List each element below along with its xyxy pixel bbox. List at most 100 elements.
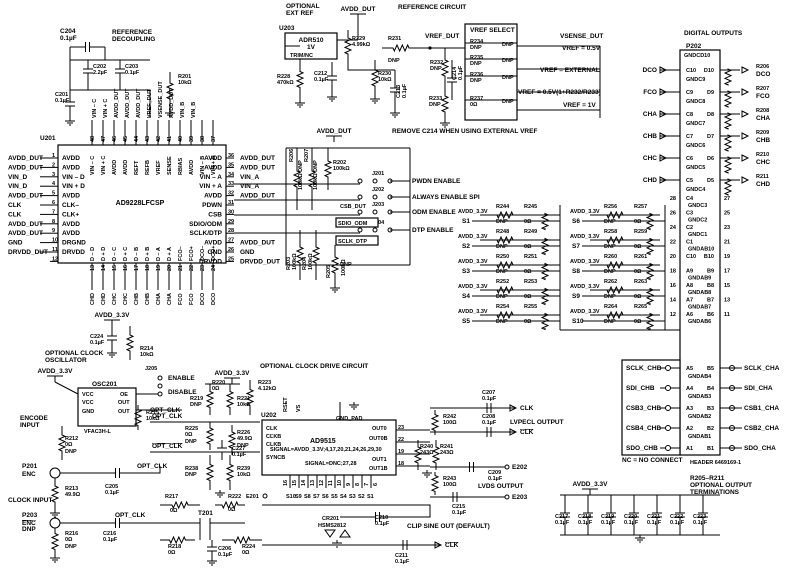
terminal-pin[interactable] [357,209,363,215]
label: R215 [146,410,159,416]
pin-inner-label: AVDD [112,160,118,175]
label: VREF SELECT [470,27,515,34]
label: R207 [304,149,310,162]
pin-net-label: AVDD_DUT [8,164,43,171]
pin-inner-label: DCO– [200,246,206,261]
termination-resistor [723,178,733,196]
pin-number: 6 [52,200,55,206]
label: R239 [237,466,250,472]
header-gnd-label: GNDAB9 [688,276,711,282]
terminal-pin[interactable] [157,391,163,397]
pin-net-label: AVDD_DUT [169,88,175,118]
terminal-pin[interactable] [357,178,363,184]
label: 49.9Ω [65,492,81,498]
spi-net-label: SDI_CHB [626,385,655,392]
label: R243 [443,476,456,482]
termination-capacitor-label: C221 [647,514,660,520]
label: 0Ω [185,432,193,438]
label: HSMS2812 [318,523,346,529]
terminal-pin[interactable] [372,194,378,200]
p203-sma-connector[interactable] [49,517,61,529]
pin-net-label: AVDD_DUT [136,88,142,118]
label: J203 [372,202,384,208]
header-gnd-label: GNDAB4 [688,374,712,380]
clock-drive-title: OPTIONAL CLOCK DRIVE CIRCUIT [260,363,368,370]
pin-inner-label: PDWN [202,202,222,209]
u201-part-name: AD9228LFCSP [116,200,165,207]
u202-chip [261,419,397,476]
pin-number: 39 [189,136,195,142]
label: DNP [470,45,482,51]
label: C206 [218,546,231,552]
header-gnd-label: GNDAB7 [688,305,711,311]
label: AVDD_3.3V [570,284,600,290]
spi-net-label: CSB4_CHB [626,425,661,432]
header-gnd-label: GNDAB2 [688,414,711,420]
pin-number: 8 [52,219,55,225]
r243-resistor [430,472,440,495]
termination-resistor-label: R210 [756,152,769,158]
p201-sma-connector[interactable] [49,467,61,479]
header-pin-label: A8 [686,283,693,289]
label: 10kΩ [146,416,160,422]
strap-net-label: S5 [462,318,470,325]
pin-number: 36 [228,153,234,159]
pin-number: 21 [724,240,730,246]
pin-number: 22 [670,240,676,246]
pin-inner-label: REFB [145,160,151,175]
strap-resistor-c [600,210,630,220]
terminal-pin[interactable] [357,194,363,200]
header-gnd-label: GNDAB8 [688,290,711,296]
pin-number: 23 [724,225,730,231]
terminal-pin[interactable] [504,464,510,470]
terminal-pin[interactable] [504,494,510,500]
pin-number: 20 [670,254,676,260]
label: CLK [266,426,277,432]
arrow-icon [741,110,750,118]
pin-number: 14 [101,264,107,271]
r228-resistor [295,59,305,100]
strap-net-label: S10 [572,318,584,325]
pin-number: 18 [145,265,151,271]
label: 100kΩ [341,259,347,276]
pin-number: 45 [123,136,129,142]
header-pin-label: B9 [707,269,714,275]
terminal-pin[interactable] [372,227,378,233]
label: DNP [65,449,77,455]
label: 100kΩ DNP [298,160,304,190]
terminal-pin[interactable] [372,209,378,215]
label: 0.1µF [458,65,464,80]
label: R222 [228,494,241,500]
label: AVDD_3.3V [570,234,600,240]
label: 0.1µF [103,537,118,543]
strap-resistor-c [600,260,630,270]
label: CLKB [266,434,281,440]
label: 470kΩ [277,80,294,86]
label: 243Ω [440,450,454,456]
label: 100Ω [443,420,457,426]
termination-resistor-label: R206 [756,64,769,70]
label: 0Ω [170,508,178,514]
r221-resistor [225,384,235,415]
r218-resistor [160,535,195,545]
label: DNP [502,42,514,48]
label: OPT_CLK [137,463,168,470]
r240-resistor [413,440,423,470]
r212-resistor [57,426,67,460]
pin-number: 35 [228,162,234,168]
pin-number: 25 [724,211,730,217]
label: DNP [604,244,616,250]
terminal-pin[interactable] [157,383,163,389]
label: R238 [185,466,198,472]
label: OUT1 [372,457,387,463]
terminal-pin[interactable] [357,227,363,233]
terminal-pin[interactable] [157,375,163,381]
label: 10kΩ [378,77,392,83]
pin-number: 15 [724,283,730,289]
terminal-pin[interactable] [372,178,378,184]
pin-inner-label: AVDD [62,155,80,162]
terminal-pin[interactable] [262,493,268,499]
header-gnd-label: GNDC5 [686,165,705,171]
strap-resistor-label: R251 [524,254,537,260]
pin-net-label: DRVDD_DUT [240,258,280,265]
